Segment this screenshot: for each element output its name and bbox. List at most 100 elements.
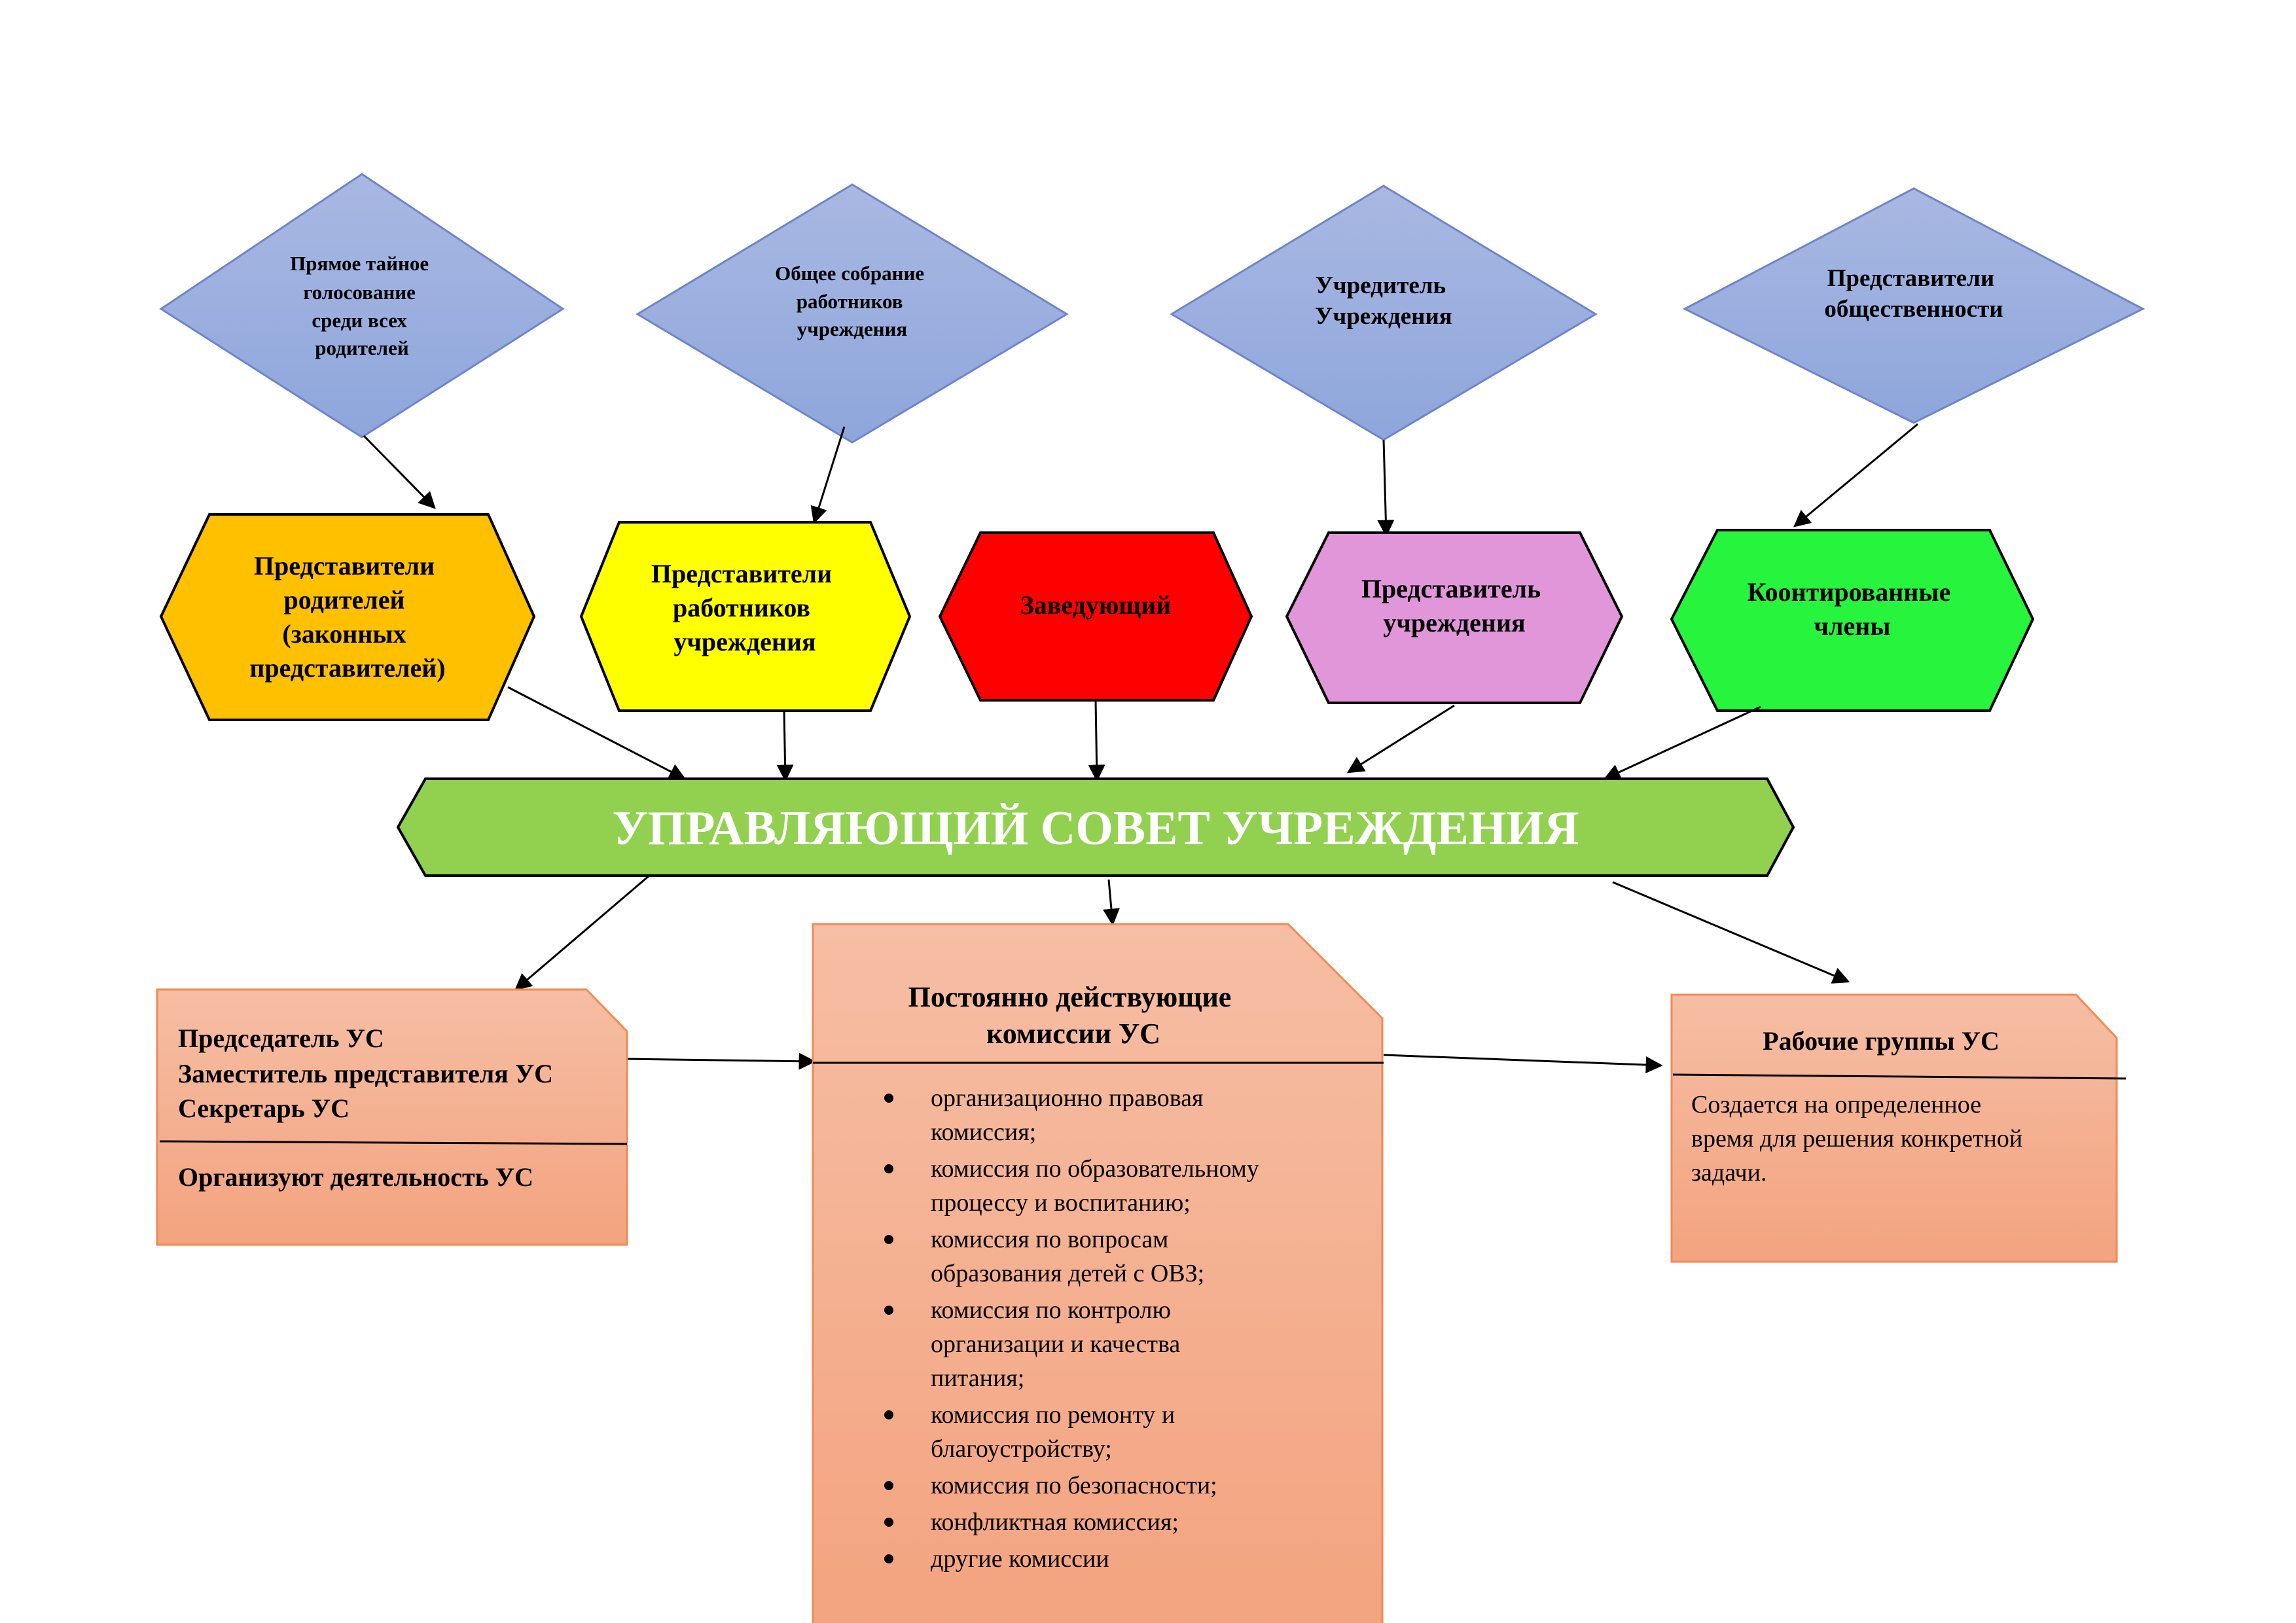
- bullet-icon: [884, 1518, 893, 1527]
- council-title: УПРАВЛЯЮЩИЙ СОВЕТ УЧРЕЖДЕНИЯ: [612, 802, 1579, 855]
- arrow: [507, 686, 687, 780]
- svg-text:конфликтная комиссия;: конфликтная комиссия;: [931, 1508, 1179, 1536]
- source-diamond-public: Представители общественности: [1682, 187, 2145, 424]
- svg-text:Общее собрание работнико: Общее собрание работников учреждения: [775, 262, 929, 340]
- member-text-line: Коонтированные: [1748, 577, 1951, 607]
- commission-item-line: образования детей с ОВЗ;: [931, 1260, 1204, 1287]
- bullet-icon: [884, 1481, 893, 1490]
- commissions-note: Постоянно действующие комиссии УС органи…: [812, 923, 1384, 1623]
- member-arrows: [507, 686, 1761, 782]
- commission-item-line: другие комиссии: [931, 1545, 1109, 1573]
- commission-item-line: комиссия по контролю: [931, 1296, 1171, 1324]
- arrow: [1383, 1054, 1663, 1074]
- source-diamond-staff-meeting: Общее собрание работников учреждения: [636, 183, 1069, 444]
- source-text-line: учреждения: [797, 317, 907, 340]
- svg-text:Представители родителей: Представители родителей (законных предст…: [249, 551, 445, 683]
- member-text-line: Представители: [651, 559, 832, 588]
- commission-item: другие комиссии: [884, 1545, 1109, 1573]
- working-groups-desc-line: задачи.: [1691, 1159, 1767, 1186]
- member-text-line: Заведующий: [1020, 590, 1172, 620]
- arrow: [1603, 705, 1761, 780]
- leadership-line: Заместитель представителя УС: [178, 1059, 553, 1088]
- arrow: [514, 874, 650, 991]
- commissions-title-line: Постоянно действующие: [908, 981, 1232, 1013]
- commission-item-line: благоустройству;: [931, 1435, 1112, 1463]
- member-hexagon-co-opted: Коонтированные члены: [1670, 529, 2035, 712]
- arrow: [1102, 879, 1120, 926]
- bullet-icon: [884, 1164, 893, 1173]
- bullet-icon: [884, 1410, 893, 1419]
- source-text-line: Общее собрание: [775, 262, 924, 285]
- arrow: [1346, 704, 1455, 774]
- commission-item: комиссия по образовательному процессу и в…: [884, 1155, 1259, 1217]
- working-groups-note: Рабочие группы УС Создается на определен…: [1670, 993, 2126, 1263]
- source-diamond-parents-vote: Прямое тайное голосование среди всех род…: [159, 173, 565, 438]
- svg-text:Представители работников: Представители работников учреждения: [651, 559, 838, 656]
- source-text-line: Прямое тайное: [290, 252, 429, 275]
- member-text-line: родителей: [283, 585, 404, 615]
- member-text-line: представителей): [249, 653, 445, 683]
- member-text-line: учреждения: [673, 627, 816, 656]
- note-divider: [159, 1140, 628, 1145]
- source-arrows: [363, 423, 1918, 537]
- commission-item-line: питания;: [931, 1364, 1024, 1392]
- source-text-line: Учреждения: [1315, 303, 1452, 330]
- commission-item-line: комиссия по образовательному: [931, 1155, 1259, 1183]
- commission-item: конфликтная комиссия;: [884, 1508, 1179, 1536]
- arrow: [1612, 881, 1850, 984]
- member-text-line: учреждения: [1383, 608, 1525, 637]
- arrow: [1088, 700, 1105, 782]
- leadership-line: Председатель УС: [178, 1024, 384, 1053]
- council-banner: УПРАВЛЯЮЩИЙ СОВЕТ УЧРЕЖДЕНИЯ: [396, 777, 1795, 877]
- leadership-note: Председатель УС Заместитель представител…: [156, 988, 628, 1246]
- source-text-line: среди всех: [312, 309, 407, 332]
- commissions-title-line: комиссии УС: [986, 1018, 1160, 1050]
- commission-item-line: конфликтная комиссия;: [931, 1508, 1179, 1536]
- member-hexagon-head: Заведующий: [938, 531, 1253, 702]
- arrow: [625, 1052, 816, 1070]
- svg-text:другие комиссии: другие комиссии: [931, 1545, 1109, 1573]
- svg-text:Создается на определенное: Создается на определенное время для реше…: [1691, 1091, 2029, 1186]
- source-text-line: общественности: [1824, 296, 2003, 323]
- member-hexagon-institution: Представитель учреждения: [1285, 531, 1624, 704]
- source-text-line: родителей: [315, 336, 409, 359]
- arrow: [1377, 439, 1395, 537]
- member-text-line: Представители: [254, 551, 435, 580]
- svg-text:Представители общественн: Представители общественности: [1824, 265, 2003, 323]
- member-text-line: (законных: [282, 619, 406, 649]
- bullet-icon: [884, 1235, 893, 1244]
- svg-text:Учредитель Учреждения: Учредитель Учреждения: [1315, 272, 1452, 330]
- bullet-icon: [884, 1306, 893, 1315]
- arrow: [363, 435, 436, 509]
- member-hexagon-staff: Представители работников учреждения: [579, 521, 912, 712]
- commission-item-line: организационно правовая: [931, 1084, 1204, 1112]
- source-text-line: Учредитель: [1316, 272, 1446, 299]
- arrow: [1793, 423, 1918, 527]
- leadership-line: Секретарь УС: [178, 1094, 350, 1123]
- commission-item-line: процессу и воспитанию;: [931, 1189, 1191, 1217]
- working-groups-title: Рабочие группы УС: [1763, 1026, 2000, 1056]
- svg-text:Прямое тайное голосовани: Прямое тайное голосование среди всех род…: [290, 252, 434, 359]
- commission-item-line: комиссия по безопасности;: [931, 1472, 1217, 1499]
- svg-text:комиссия по безопасности;: комиссия по безопасности;: [931, 1472, 1217, 1499]
- source-text-line: Представители: [1827, 265, 1995, 292]
- leadership-note-text: Организуют деятельность УС: [178, 1162, 533, 1192]
- source-text-line: голосование: [303, 281, 416, 304]
- council-arrows: [514, 874, 1850, 1074]
- working-groups-desc-line: Создается на определенное: [1691, 1091, 1981, 1118]
- arrow: [810, 426, 846, 524]
- arrow: [776, 710, 794, 782]
- commission-item: комиссия по безопасности;: [884, 1472, 1217, 1499]
- member-text-line: работников: [673, 593, 810, 622]
- source-text-line: работников: [797, 290, 903, 313]
- svg-text:Заведующий: Заведующий: [1020, 590, 1172, 620]
